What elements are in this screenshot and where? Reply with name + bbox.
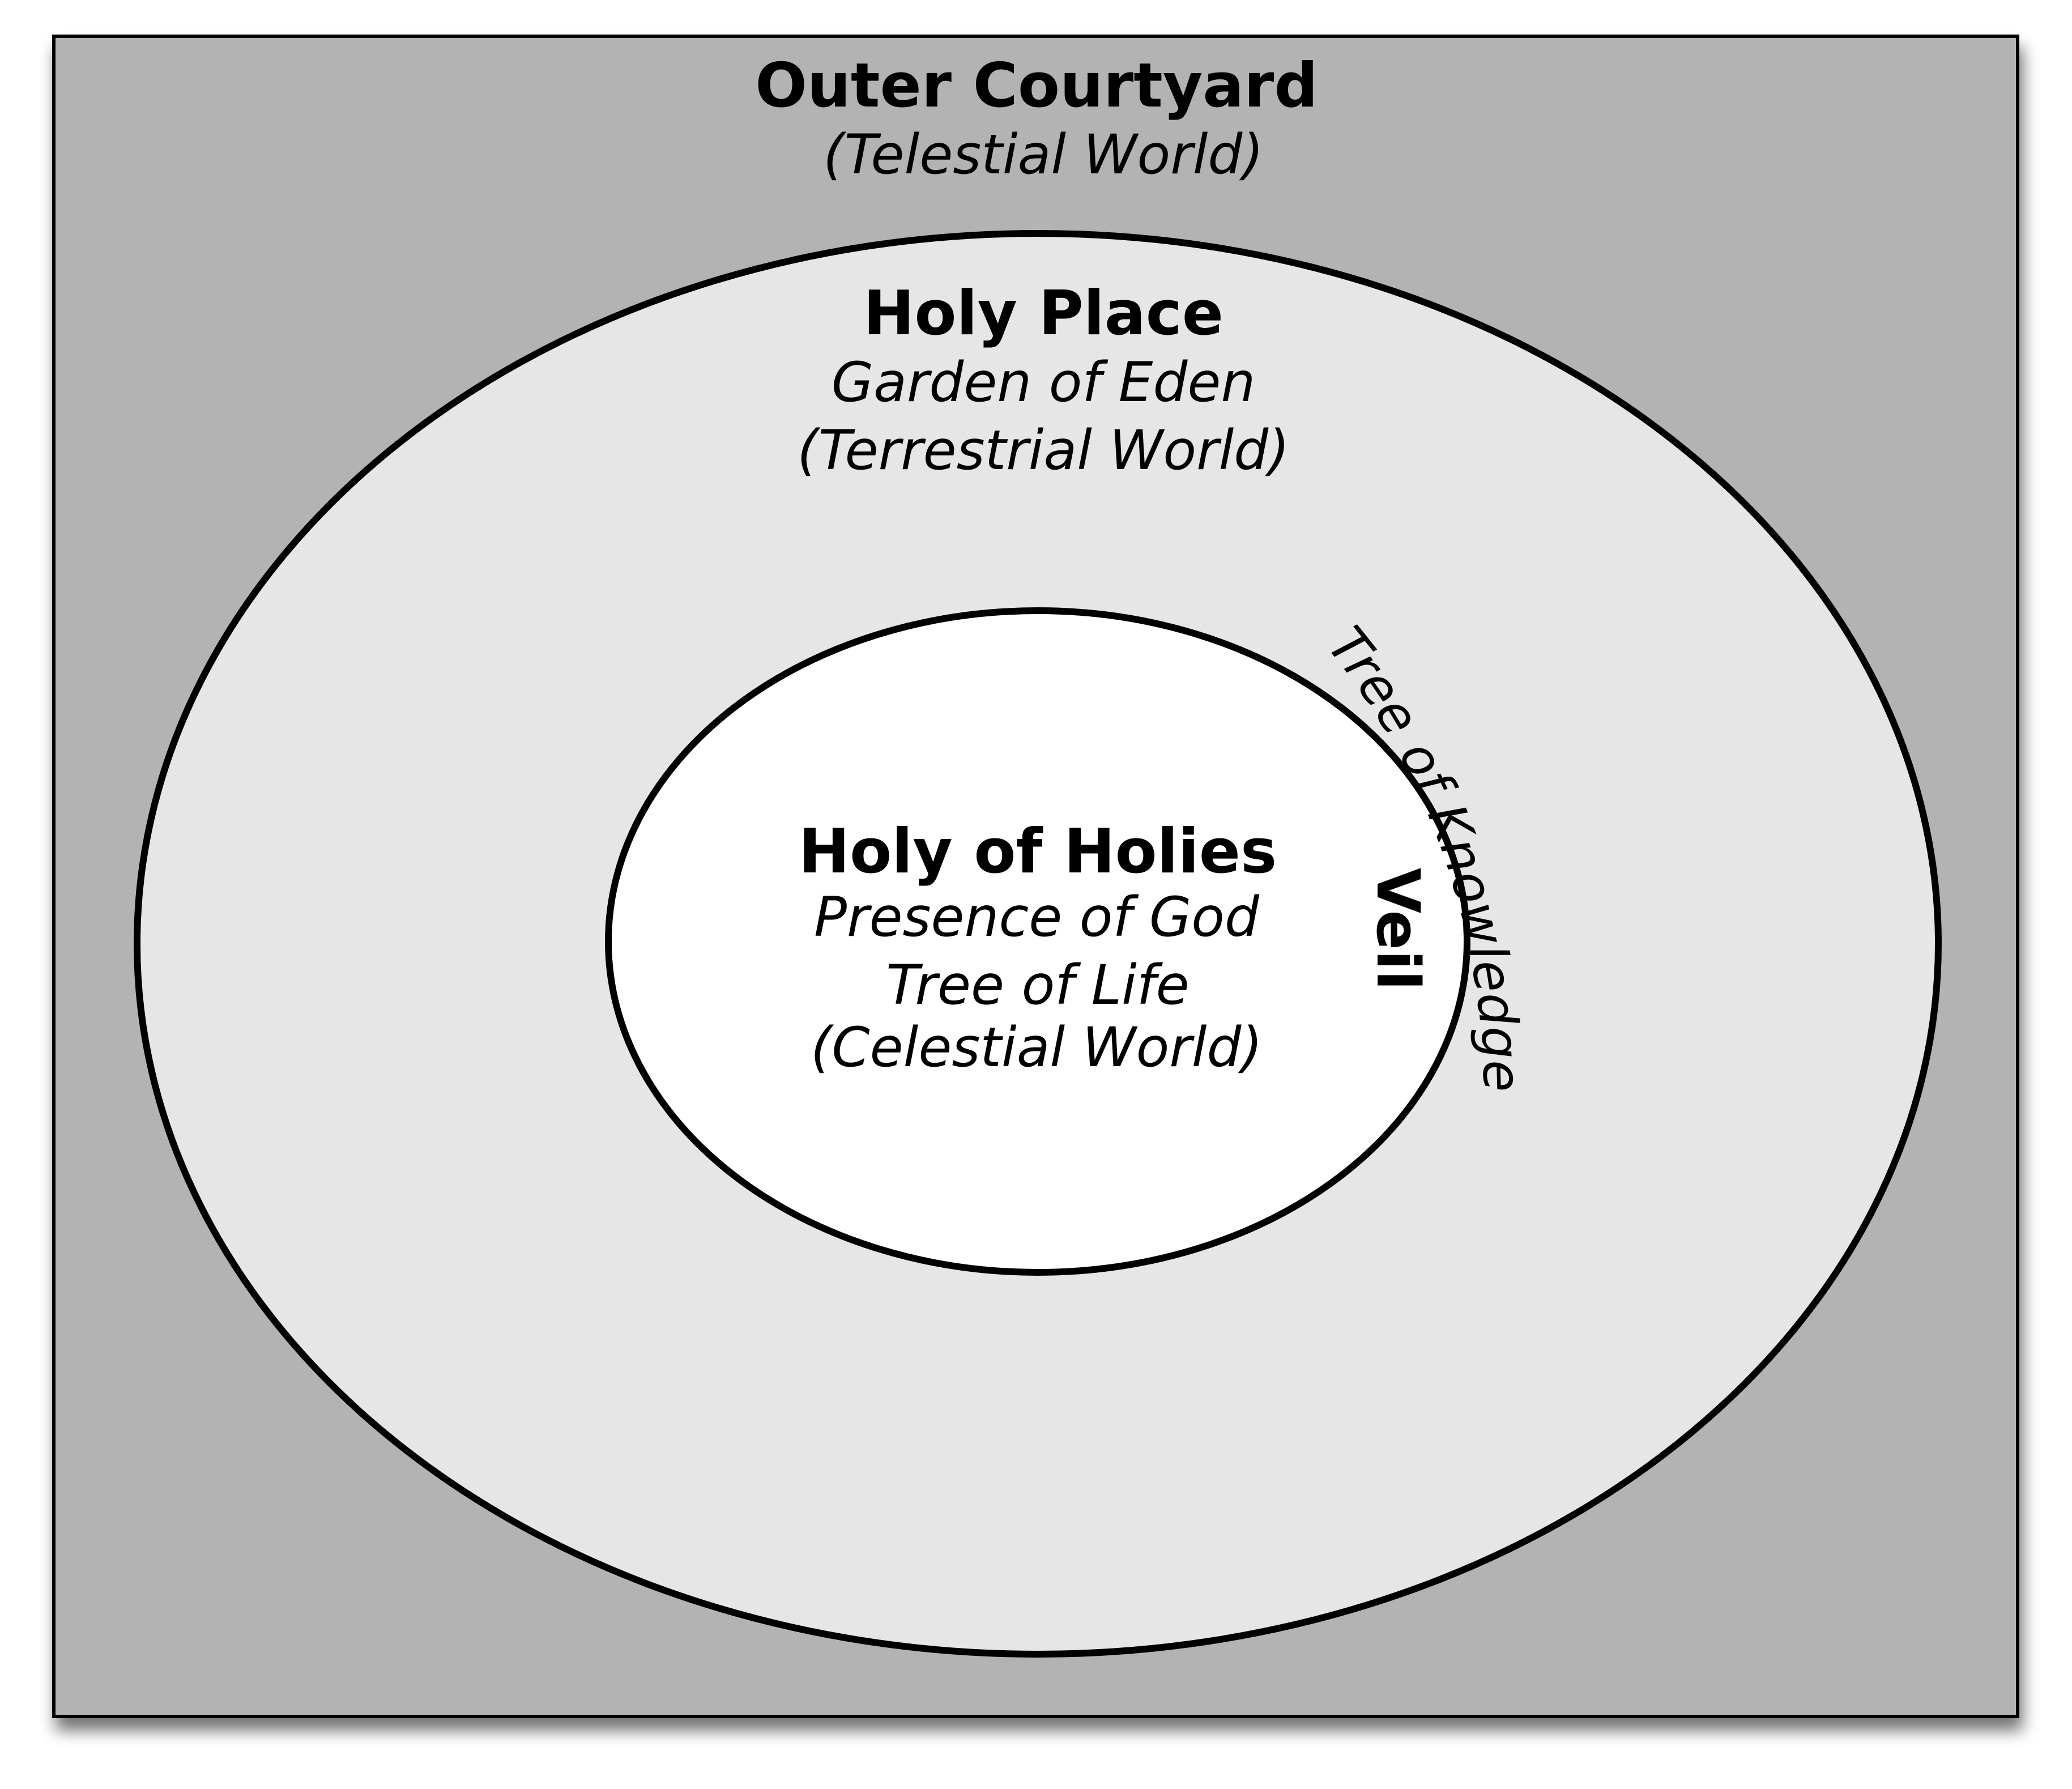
holy-place-line2: (Terrestrial World)	[797, 419, 1289, 482]
outer-courtyard-title: Outer Courtyard	[755, 50, 1318, 121]
holy-of-holies-region	[605, 607, 1470, 1276]
outer-courtyard-subtitle: (Telestial World)	[823, 123, 1264, 186]
holy-place-line1: Garden of Eden	[832, 351, 1256, 414]
veil-label: Veil	[1363, 868, 1433, 991]
holy-of-holies-title: Holy of Holies	[799, 816, 1277, 887]
holy-of-holies-line3: (Celestial World)	[811, 1016, 1263, 1079]
holy-of-holies-line2: Tree of Life	[886, 953, 1189, 1017]
holy-place-title: Holy Place	[863, 278, 1223, 349]
holy-of-holies-line1: Presence of God	[814, 885, 1260, 949]
